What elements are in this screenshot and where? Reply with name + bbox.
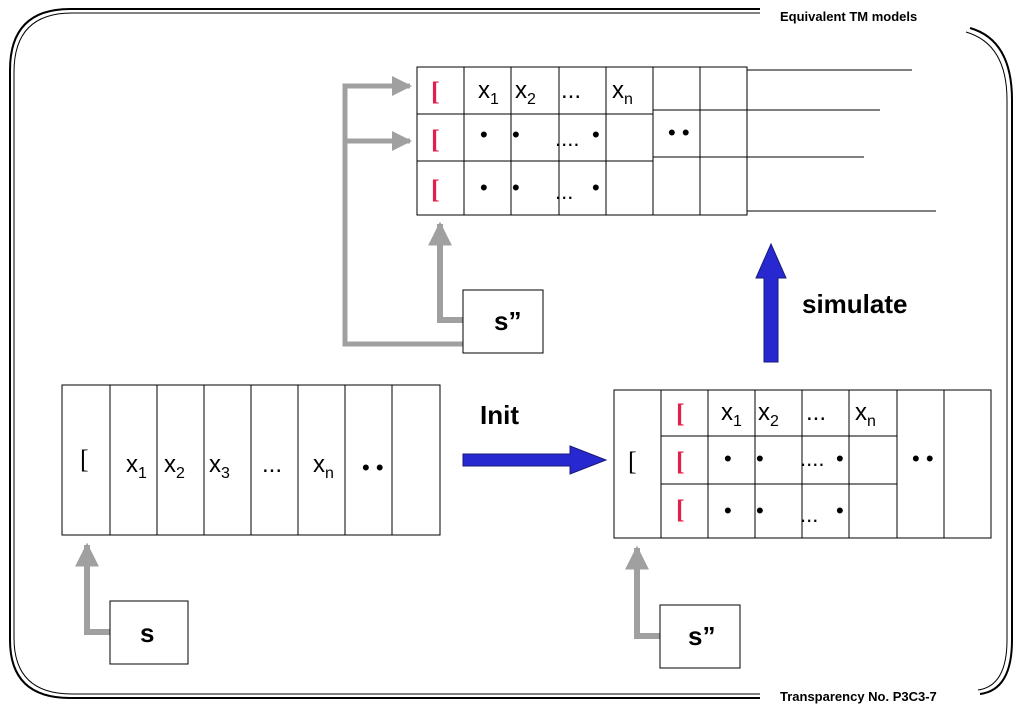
top-tape1-x2: x2 [515, 77, 536, 108]
top-tape2-bullet3: • [592, 122, 600, 147]
bottom-track2-bullet1: • [724, 446, 732, 471]
header-title: Equivalent TM models [780, 9, 917, 24]
bottom-track1-x1: x1 [721, 399, 742, 430]
head-arrow-tape3 [428, 221, 463, 323]
head-arrow-tape1 [342, 76, 463, 347]
top-tape3-bullet3: • [592, 175, 600, 200]
top-tape3-ellipsis: ... [555, 179, 573, 204]
state-box-s [109, 600, 189, 665]
tape-cell-x1: x1 [126, 451, 147, 482]
multitrack-tape-bottom [613, 389, 992, 539]
top-tape2-bullet2: • [512, 122, 520, 147]
tape-cell-x3: x3 [209, 451, 230, 482]
bottom-track3-bullet2: • [756, 498, 764, 523]
bottom-track1-ellipsis: ... [806, 399, 826, 426]
top-tape3-marker: [ [431, 175, 440, 204]
bottom-track1-xn: xn [855, 399, 876, 430]
top-tape2-marker: [ [431, 125, 440, 154]
single-tape [61, 384, 441, 536]
state-s2-bottom-label: s” [688, 621, 715, 651]
top-tape1-x1: x1 [478, 77, 499, 108]
state-box-s2-top [462, 289, 544, 354]
bottom-track2-bullet2: • [756, 446, 764, 471]
tape-cell-ellipsis: ... [262, 451, 282, 478]
bottom-track1-x2: x2 [758, 399, 779, 430]
tape-left-end: [ [80, 445, 89, 474]
top-tape-blank-dots: • • [668, 120, 690, 145]
simulate-arrow [755, 242, 787, 363]
top-tape1-xn: xn [612, 77, 633, 108]
bottom-track3-marker: [ [676, 495, 685, 524]
bottom-track1-marker: [ [676, 399, 685, 428]
tape-cell-xn: xn [313, 451, 334, 482]
bottom-track2-ellipsis: .... [800, 446, 824, 471]
slide-frame [9, 8, 1013, 699]
top-tape3-bullet1: • [480, 175, 488, 200]
state-s-label: s [140, 618, 154, 648]
tape-cell-blank-dots: • • [362, 455, 384, 480]
bottom-track3-bullet3: • [836, 498, 844, 523]
bottom-tape-blank-dots: • • [912, 446, 934, 471]
head-arrow-s [75, 542, 110, 635]
top-tape1-marker: [ [431, 77, 440, 106]
state-s2-top-label: s” [494, 306, 521, 336]
bottom-track3-ellipsis: ... [800, 502, 818, 527]
init-label: Init [480, 400, 519, 430]
state-box-s2-bottom [659, 604, 741, 669]
simulate-label: simulate [802, 289, 908, 319]
top-tape2-ellipsis: .... [555, 126, 579, 151]
head-arrow-s2-bottom [625, 545, 660, 639]
bottom-track3-bullet1: • [724, 498, 732, 523]
bottom-tape-left-end: [ [628, 447, 637, 476]
multitape-top [416, 66, 936, 216]
top-tape3-bullet2: • [512, 175, 520, 200]
bottom-track2-bullet3: • [836, 446, 844, 471]
bottom-track2-marker: [ [676, 447, 685, 476]
footer-label: Transparency No. P3C3-7 [780, 689, 937, 704]
tape-cell-x2: x2 [164, 451, 185, 482]
top-tape1-ellipsis: ... [561, 77, 581, 104]
top-tape2-bullet1: • [480, 122, 488, 147]
init-arrow [462, 445, 608, 475]
